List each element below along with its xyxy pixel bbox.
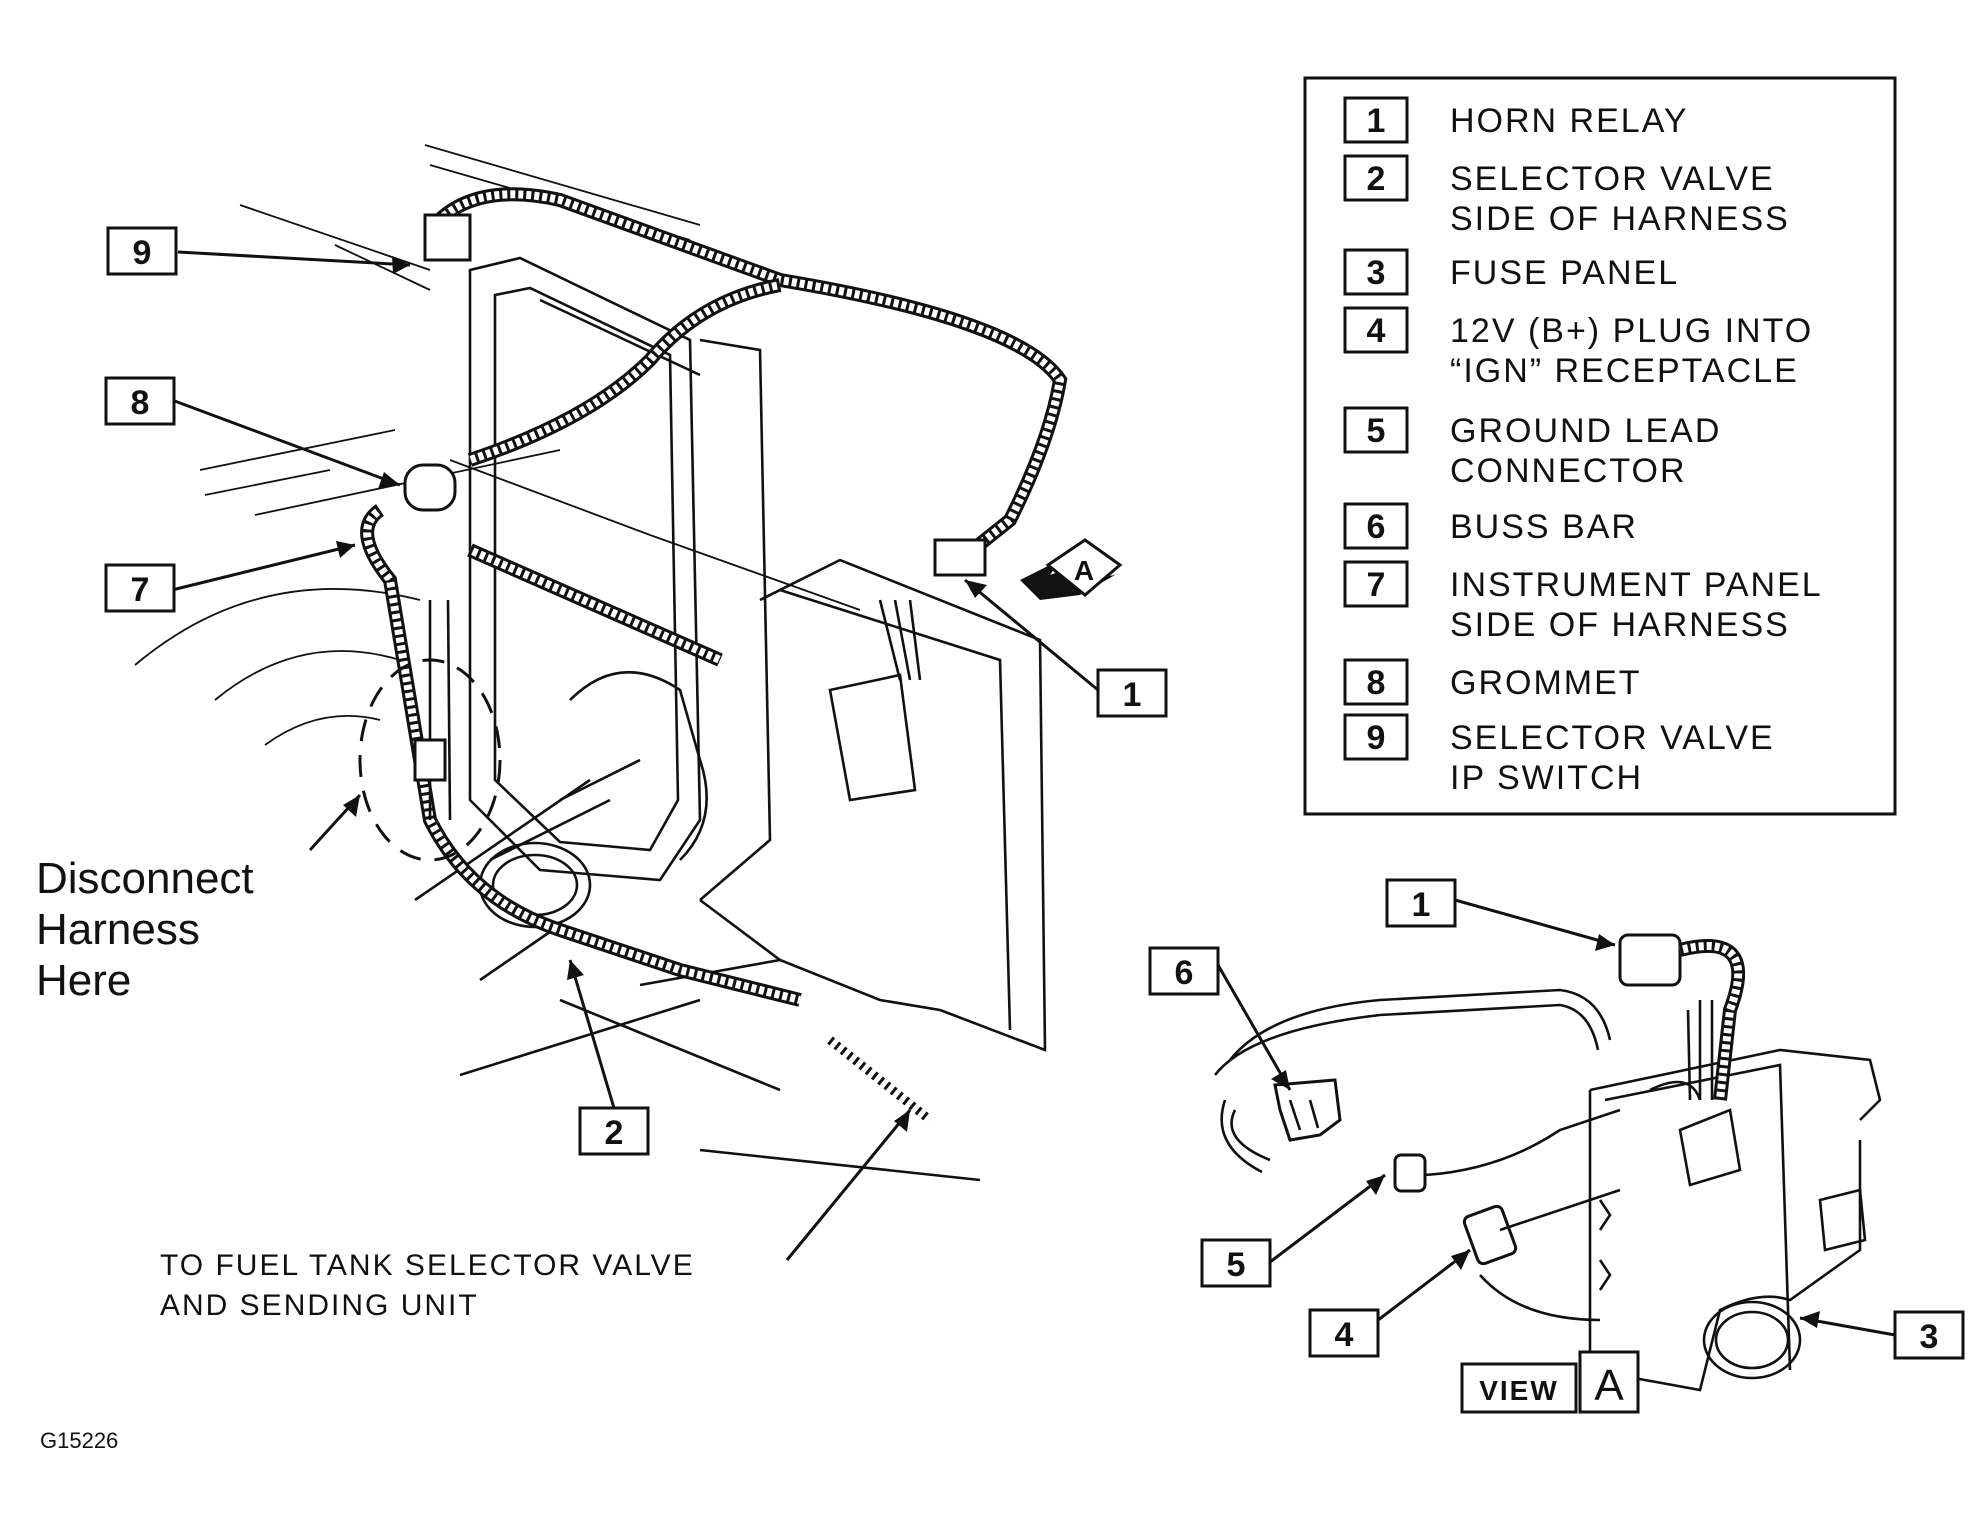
- disconnect-note: Disconnect Harness Here: [36, 854, 266, 1005]
- main-callout-leaders: [171, 250, 1099, 1261]
- svg-text:9: 9: [133, 234, 152, 272]
- legend-number: 5: [1367, 412, 1386, 450]
- svg-text:1: 1: [1412, 886, 1431, 924]
- legend-label: SELECTOR VALVE: [1450, 719, 1775, 757]
- legend-number: 1: [1367, 102, 1386, 140]
- view-callout-5: 5: [1200, 1238, 1272, 1288]
- legend-label: BUSS BAR: [1450, 508, 1638, 546]
- svg-text:1: 1: [1123, 676, 1142, 714]
- svg-text:2: 2: [605, 1114, 624, 1152]
- view-callout-1: 1: [1385, 878, 1457, 928]
- svg-text:A: A: [1594, 1361, 1624, 1410]
- legend-label: SIDE OF HARNESS: [1450, 200, 1790, 238]
- legend-label: HORN RELAY: [1450, 102, 1689, 140]
- legend-number: 9: [1367, 719, 1386, 757]
- main-illustration: A: [134, 144, 1123, 1182]
- legend-item-8: 8 GROMMET: [1343, 658, 1642, 706]
- legend-number: 7: [1367, 566, 1386, 604]
- view-a-label: VIEW A: [1460, 1350, 1640, 1414]
- svg-text:3: 3: [1920, 1318, 1939, 1356]
- legend-label: 12V (B+) PLUG INTO: [1450, 312, 1813, 350]
- legend-label: FUSE PANEL: [1450, 254, 1679, 292]
- legend-label: GROMMET: [1450, 664, 1642, 702]
- svg-text:VIEW: VIEW: [1479, 1375, 1559, 1406]
- legend-number: 2: [1367, 160, 1386, 198]
- legend-number: 6: [1367, 508, 1386, 546]
- legend-label: CONNECTOR: [1450, 452, 1687, 490]
- legend-label: SELECTOR VALVE: [1450, 160, 1775, 198]
- legend-label: GROUND LEAD: [1450, 412, 1721, 450]
- legend-number: 8: [1367, 664, 1386, 702]
- figure-id: G15226: [40, 1428, 118, 1453]
- view-callout-4: 4: [1308, 1308, 1380, 1358]
- svg-text:8: 8: [131, 384, 150, 422]
- view-callout-leaders: [1216, 898, 1896, 1337]
- svg-text:6: 6: [1175, 954, 1194, 992]
- view-a-marker-letter: A: [1074, 555, 1094, 586]
- svg-text:7: 7: [131, 571, 150, 609]
- callout-2: 2: [578, 1106, 650, 1156]
- legend-number: 3: [1367, 254, 1386, 292]
- view-callout-3: 3: [1893, 1310, 1965, 1360]
- legend-label: “IGN” RECEPTACLE: [1450, 352, 1799, 390]
- fuel-tank-note: TO FUEL TANK SELECTOR VALVE AND SENDING …: [160, 1249, 705, 1322]
- legend-number: 4: [1367, 312, 1386, 350]
- view-a-illustration: [1213, 933, 1882, 1392]
- legend-label: INSTRUMENT PANEL: [1450, 566, 1823, 604]
- svg-text:5: 5: [1227, 1246, 1246, 1284]
- legend-item-6: 6 BUSS BAR: [1343, 502, 1638, 550]
- svg-text:4: 4: [1335, 1316, 1354, 1354]
- callout-9: 9: [106, 226, 178, 276]
- legend-label: SIDE OF HARNESS: [1450, 606, 1790, 644]
- legend-item-3: 3 FUSE PANEL: [1343, 248, 1679, 296]
- legend-label: IP SWITCH: [1450, 759, 1643, 797]
- legend-item-1: 1 HORN RELAY: [1343, 96, 1689, 144]
- callout-8: 8: [104, 376, 176, 426]
- callout-7: 7: [104, 563, 176, 613]
- view-callout-6: 6: [1148, 946, 1220, 996]
- callout-1-main: 1: [1096, 668, 1168, 718]
- legend-item-4: 4 12V (B+) PLUG INTO“IGN” RECEPTACLE: [1343, 306, 1813, 390]
